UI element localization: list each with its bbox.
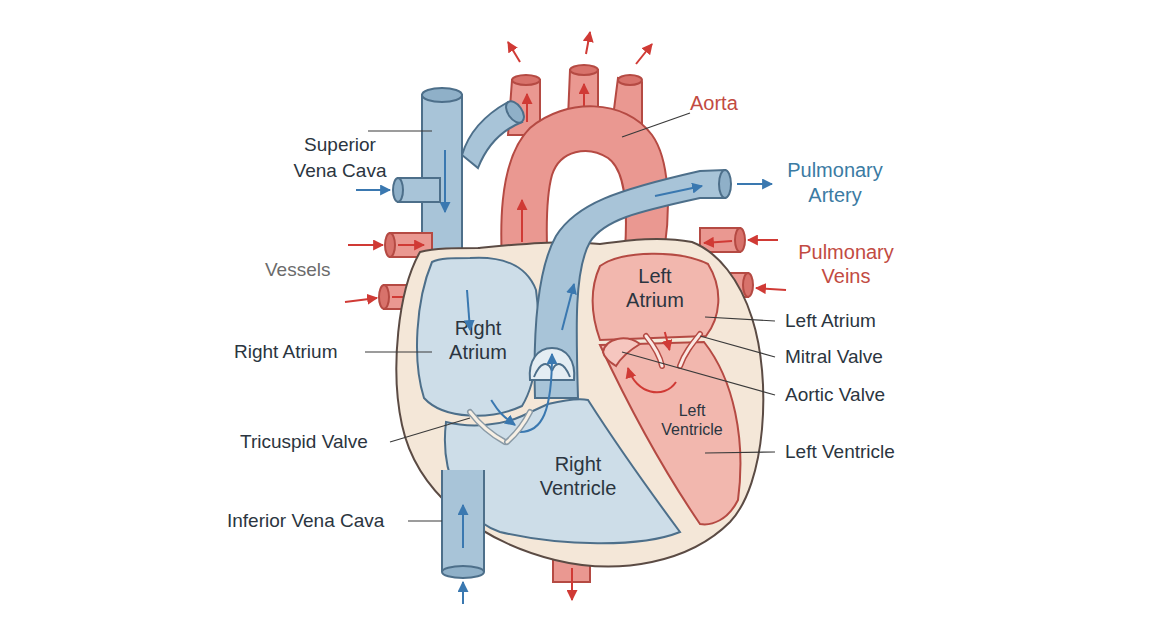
chamber-label: Right Atrium (433, 316, 523, 364)
flow-arrow (562, 284, 574, 330)
flow-arrow (704, 241, 732, 243)
flow-arrow (526, 94, 528, 122)
flow-arrow (586, 32, 590, 54)
valve-leaflet (470, 412, 505, 442)
part-label: Left Ventricle (785, 440, 985, 464)
flow-arrow (467, 290, 470, 330)
part-label: Superior Vena Cava (285, 132, 395, 184)
flow-arrow (655, 186, 702, 196)
valve-leaflet (470, 412, 505, 442)
chamber-shape (593, 254, 719, 340)
vessel-opening (502, 98, 527, 126)
flow-connector (665, 332, 670, 350)
flow-arrow (462, 582, 464, 604)
heart-chamber: Left Atrium (592, 252, 722, 332)
valve-leaflet (680, 334, 700, 366)
vessel-opening (379, 285, 389, 309)
flow-arrow (748, 239, 778, 241)
flow-arrow (398, 244, 424, 246)
flow-arrow (348, 244, 383, 246)
chamber-shape (417, 258, 539, 416)
vein-stub (398, 178, 440, 202)
leader-line (365, 351, 432, 352)
vessel-opening (735, 228, 745, 252)
part-label: Tricuspid Valve (240, 430, 440, 454)
leader-line (700, 336, 775, 357)
flow-arrow (628, 368, 676, 392)
flow-arrow (756, 288, 786, 290)
vessel-opening (618, 75, 642, 85)
chamber-label: Left Ventricle (652, 401, 732, 439)
vessel-outline (442, 470, 484, 572)
part-label: Mitral Valve (785, 345, 985, 369)
leader-line (368, 130, 432, 131)
heart-chamber: Right Atrium (415, 255, 542, 400)
vessel-opening (422, 88, 462, 102)
part-label: Inferior Vena Cava (227, 509, 427, 533)
part-label: Left Atrium (785, 309, 985, 333)
flow-arrow (345, 298, 377, 302)
valve-leaflet (507, 412, 530, 442)
part-label: Aortic Valve (785, 383, 985, 407)
chamber-label: Right Ventricle (523, 452, 633, 500)
flow-arrow (356, 189, 390, 191)
flow-arrow (571, 568, 573, 600)
flow-arrow (508, 42, 520, 62)
vessel-opening (385, 233, 395, 257)
valve-leaflet (680, 334, 700, 366)
vessel-opening (393, 178, 403, 202)
leader-line (622, 352, 775, 395)
leader-line (390, 418, 470, 442)
part-label: Vessels (265, 258, 385, 282)
part-label: Right Atrium (234, 340, 434, 364)
vessel-opening (743, 273, 753, 297)
part-label: Pulmonary Artery (775, 158, 895, 208)
leader-line (622, 113, 690, 137)
leader-line (705, 317, 775, 321)
vessel-opening (719, 170, 731, 198)
inferior-vena-cava (442, 470, 484, 572)
vessel-opening (512, 75, 540, 85)
vessel-opening (442, 566, 484, 578)
vessel-opening (570, 65, 598, 75)
part-label: Pulmonary Veins (786, 240, 906, 288)
chamber-label: Left Atrium (615, 264, 695, 312)
flow-arrow (462, 505, 464, 548)
part-label: Aorta (690, 91, 830, 115)
flow-arrow (444, 150, 446, 212)
flow-arrow (521, 200, 523, 242)
flow-connector (491, 400, 515, 425)
leader-line (408, 520, 442, 521)
aortic-valve (603, 338, 640, 366)
valve-leaflet (507, 412, 530, 442)
flow-arrow (737, 183, 772, 185)
leader-line (705, 452, 775, 453)
flow-arrow (636, 44, 652, 64)
